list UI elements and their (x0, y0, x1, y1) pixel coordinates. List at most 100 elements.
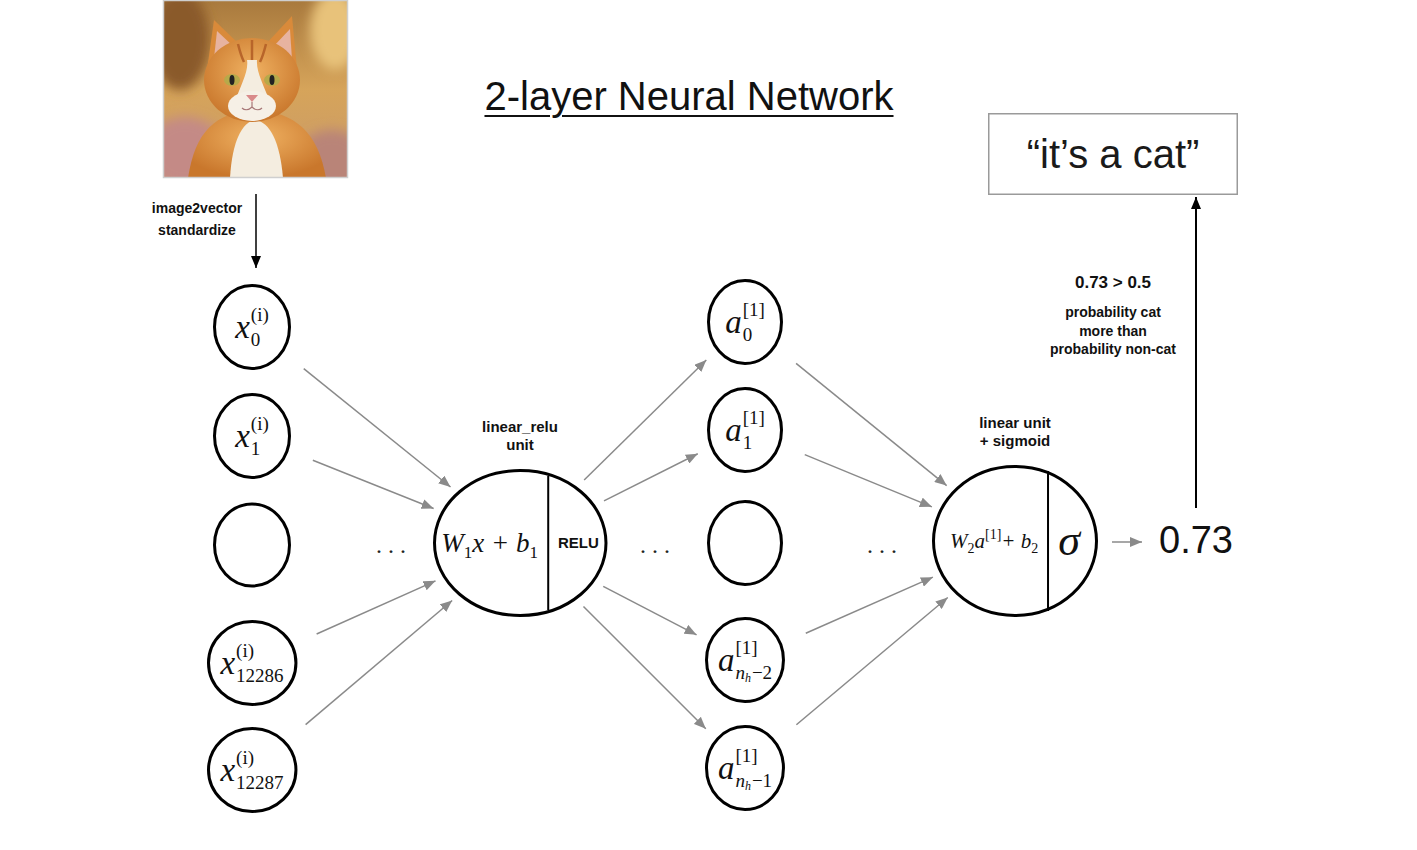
subscript: 12286 (236, 666, 284, 686)
formula-term: x + b (472, 530, 529, 557)
decision-arrow (1195, 197, 1197, 508)
connector-arrow (805, 455, 932, 507)
sigmoid-unit: W2a[1]+ b2σlinear unit + sigmoid (932, 465, 1098, 617)
node-content: “it’s a cat” (1027, 131, 1200, 177)
neuron-border (215, 395, 290, 478)
cat-muzzle (228, 91, 276, 121)
subscript-row: 12287 (236, 773, 284, 793)
cat-photo (163, 0, 348, 178)
neuron-border (208, 622, 295, 705)
index-stack: [1]nh−1 (735, 746, 772, 791)
box-border (989, 114, 1238, 195)
heading-holder: linear_relu unit (470, 418, 570, 454)
neuron-border (707, 727, 784, 810)
variable-symbol: x (220, 754, 235, 787)
variable-symbol: a (725, 306, 742, 339)
node-content: a[1]0 (725, 300, 765, 345)
subscript-row: 12286 (236, 666, 284, 686)
neuron-border (434, 471, 605, 616)
decision-note: probability cat more than probability no… (1048, 303, 1178, 359)
neuron-outline (207, 727, 297, 813)
variable-symbol: a (725, 414, 742, 447)
input-neuron: x(i)0 (213, 284, 291, 370)
subscript: 1 (743, 433, 753, 453)
output-value: 0.73 (1159, 518, 1233, 562)
formula: W2a[1]+ b2 (950, 531, 1038, 552)
output-arrow (1112, 541, 1142, 543)
neuron-outline (705, 725, 785, 811)
index-stack: [1] nh−2 (735, 638, 772, 683)
superscript: (i) (251, 305, 269, 325)
superscript: [1] (735, 638, 757, 658)
formula-term: + b (1001, 531, 1031, 552)
neuron-outline (213, 284, 291, 370)
index-stack: [1]0 (743, 300, 765, 345)
neuron-outline (707, 387, 783, 473)
superscript: [1] (743, 300, 765, 320)
formula-term: a (975, 531, 986, 552)
node-content: x(i)12287 (220, 748, 283, 793)
neuron-border (707, 619, 784, 702)
superscript: (i) (251, 414, 269, 434)
divider-line (547, 476, 549, 610)
index-stack: (i) 0 (251, 305, 269, 350)
node-content: a[1]1 (725, 408, 765, 453)
threshold-note: 0.73 > 0.5 (1075, 272, 1151, 294)
step-note: image2vector standardize (144, 197, 250, 241)
cat-stripes (238, 40, 266, 62)
label-holder: . . . (867, 530, 897, 560)
formula-term: W (441, 530, 464, 557)
node-content: a[1]nh−1 (718, 746, 772, 791)
empty-neuron (215, 504, 290, 586)
formula-index: 1 (464, 544, 473, 561)
connector-arrow (796, 598, 947, 725)
title-holder: 2-layer Neural Network (484, 72, 893, 120)
activation-name: σ (1058, 519, 1080, 563)
subscript-row: 1 (743, 433, 753, 453)
subscript: −2 (752, 663, 772, 683)
input-neuron: x(i)12287 (207, 727, 297, 813)
box-text: “it’s a cat” (1027, 131, 1200, 177)
superscript: [1] (735, 746, 757, 766)
connector-arrow (306, 600, 453, 724)
neuron-outline (707, 279, 783, 365)
sub-subscript: h (745, 780, 751, 792)
input-neuron: x(i)12286 (207, 620, 297, 706)
connector-arrow (806, 577, 933, 633)
sub-subscript: h (745, 672, 751, 684)
connector-arrow (583, 607, 705, 729)
node-content: a[1] nh−2 (718, 638, 772, 683)
hidden-neuron: a[1]nh−1 (705, 725, 785, 811)
cat-eye (224, 74, 240, 86)
empty-neuron (709, 502, 782, 585)
subscript-row: 1 (251, 439, 261, 459)
activation-name: RELU (558, 535, 599, 552)
node-content: W2a[1]+ b2 σ (950, 471, 1080, 611)
index-stack: [1]1 (743, 408, 765, 453)
cat-nose (246, 95, 258, 102)
ellipsis: . . . (376, 530, 406, 560)
connector-arrow (796, 363, 947, 485)
neuron-outline (213, 393, 291, 479)
subscript: 1 (251, 439, 261, 459)
formula-index: 1 (529, 544, 538, 561)
variable-symbol: x (235, 420, 250, 453)
divider-line (1047, 471, 1049, 611)
index-stack: (i)12286 (236, 641, 284, 686)
variable-symbol: x (220, 647, 235, 680)
photo-blur-shape (163, 0, 210, 90)
connector-arrow (604, 454, 698, 501)
label-holder: 0.73 (1159, 518, 1233, 562)
variable-symbol: a (718, 644, 735, 677)
subscript: n (735, 663, 745, 683)
subscript: n (735, 771, 745, 791)
connector-arrow (317, 581, 436, 634)
input-arrow (255, 194, 257, 268)
connector-arrow (584, 360, 706, 480)
unit-heading: linear unit + sigmoid (979, 414, 1051, 449)
cat-eye (264, 74, 280, 86)
index-stack: (i) 1 (251, 414, 269, 459)
subscript-row: nh−2 (735, 663, 772, 683)
index-stack: (i)12287 (236, 748, 284, 793)
subscript-row: 0 (251, 330, 261, 350)
